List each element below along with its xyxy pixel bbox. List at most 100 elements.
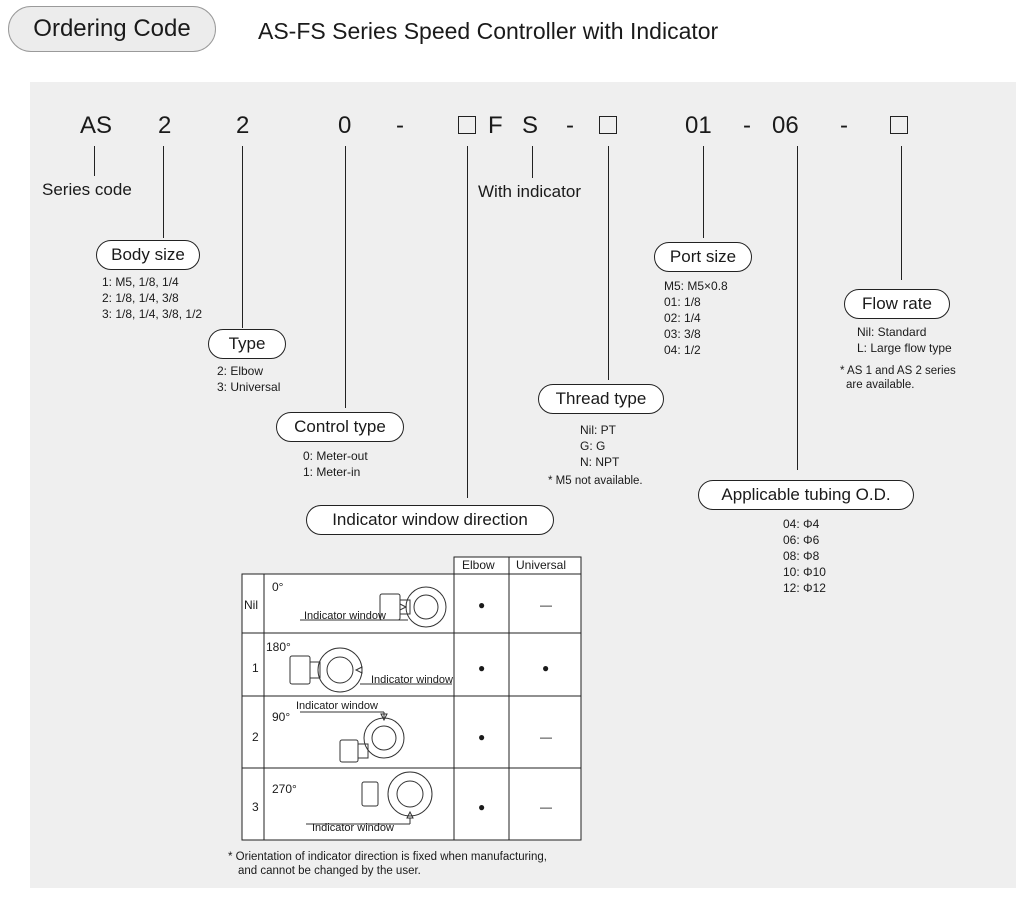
table-cell-elbow: ●	[478, 661, 486, 675]
leader-tubing	[797, 146, 798, 470]
tubing-od-option: 12: Φ12	[783, 581, 826, 595]
valve-drawing-3	[306, 771, 433, 825]
table-row-angle: 270°	[272, 782, 297, 796]
code-hyphen-1: -	[396, 112, 404, 139]
valve-drawing-0	[300, 586, 447, 628]
code-series: AS	[80, 112, 113, 139]
table-header-elbow: Elbow	[462, 558, 495, 572]
indicator-direction-pill: Indicator window direction	[306, 505, 554, 535]
port-size-option: 01: 1/8	[664, 295, 701, 309]
tubing-od-option: 04: Φ4	[783, 517, 820, 531]
leader-with-indicator	[532, 146, 533, 178]
port-size-option: 04: 1/2	[664, 343, 701, 357]
code-box-flow	[890, 116, 908, 134]
tubing-od-option: 06: Φ6	[783, 533, 820, 547]
thread-type-options: Nil: PT G: G N: NPT	[580, 422, 619, 470]
body-size-pill: Body size	[96, 240, 200, 270]
control-type-pill: Control type	[276, 412, 404, 442]
table-row-code: Nil	[244, 598, 258, 612]
body-size-option: 3: 1/8, 1/4, 3/8, 1/2	[102, 307, 203, 321]
table-cell-universal: —	[540, 730, 552, 744]
leader-port	[703, 146, 704, 238]
code-s: S	[522, 112, 539, 139]
flow-rate-pill: Flow rate	[844, 289, 950, 319]
table-cell-elbow: ●	[478, 800, 486, 814]
ordering-code-tag: Ordering Code	[8, 6, 216, 52]
leader-control	[345, 146, 346, 408]
body-size-options: 1: M5, 1/8, 1/4 2: 1/8, 1/4, 3/8 3: 1/8,…	[102, 274, 202, 322]
control-type-option: 0: Meter-out	[303, 449, 368, 463]
code-body-size: 2	[158, 112, 172, 139]
table-row-angle: 90°	[272, 710, 291, 724]
with-indicator-label: With indicator	[478, 182, 581, 201]
indicator-window-label: Indicator window	[304, 610, 386, 622]
leader-thread	[608, 146, 609, 380]
table-row-code: 1	[252, 661, 259, 675]
tubing-od-option: 10: Φ10	[783, 565, 826, 579]
port-size-option: 02: 1/4	[664, 311, 701, 325]
table-cell-elbow: ●	[478, 598, 486, 612]
table-header-universal: Universal	[516, 558, 567, 572]
series-code-label: Series code	[42, 180, 132, 199]
control-type-options: 0: Meter-out 1: Meter-in	[303, 448, 368, 480]
port-size-options: M5: M5×0.8 01: 1/8 02: 1/4 03: 3/8 04: 1…	[664, 278, 728, 358]
thread-type-pill: Thread type	[538, 384, 664, 414]
table-row-angle: 0°	[272, 580, 284, 594]
tubing-od-option: 08: Φ8	[783, 549, 820, 563]
code-control: 0	[338, 112, 352, 139]
table-cell-universal: —	[540, 800, 552, 814]
code-box-thread	[599, 116, 617, 134]
type-pill: Type	[208, 329, 286, 359]
leader-type	[242, 146, 243, 328]
code-tubing: 06	[772, 112, 799, 139]
code-box-indicator	[458, 116, 476, 134]
body-size-option: 1: M5, 1/8, 1/4	[102, 275, 179, 289]
table-footnote: * Orientation of indicator direction is …	[228, 850, 547, 878]
table-cell-universal: —	[540, 598, 552, 612]
flow-rate-note-line: are available.	[846, 379, 915, 391]
table-row-code: 2	[252, 730, 259, 744]
table-row-code: 3	[252, 800, 259, 814]
thread-type-option: G: G	[580, 439, 606, 453]
leader-series	[94, 146, 95, 176]
tubing-od-pill: Applicable tubing O.D.	[698, 480, 914, 510]
code-hyphen-4: -	[840, 112, 848, 139]
leader-indicator	[467, 146, 468, 498]
valve-drawing-1	[289, 647, 452, 693]
table-footnote-line: and cannot be changed by the user.	[238, 865, 421, 877]
leader-flow	[901, 146, 902, 280]
thread-type-option: N: NPT	[580, 455, 620, 469]
tubing-od-options: 04: Φ4 06: Φ6 08: Φ8 10: Φ10 12: Φ12	[783, 516, 826, 596]
table-row-angle: 180°	[266, 640, 291, 654]
control-type-option: 1: Meter-in	[303, 465, 361, 479]
type-options: 2: Elbow 3: Universal	[217, 363, 280, 395]
flow-rate-option: Nil: Standard	[857, 325, 927, 339]
table-footnote-line: * Orientation of indicator direction is …	[228, 851, 547, 863]
type-option: 2: Elbow	[217, 364, 264, 378]
page-title: AS-FS Series Speed Controller with Indic…	[258, 18, 719, 44]
type-option: 3: Universal	[217, 380, 281, 394]
table-cell-universal: ●	[542, 661, 550, 675]
code-hyphen-2: -	[566, 112, 574, 139]
code-hyphen-3: -	[743, 112, 751, 139]
port-size-option: M5: M5×0.8	[664, 279, 728, 293]
code-port: 01	[685, 112, 712, 139]
valve-drawing-2	[300, 711, 405, 763]
thread-type-note: * M5 not available.	[548, 475, 643, 487]
flow-rate-options: Nil: Standard L: Large flow type	[857, 324, 952, 356]
code-type: 2	[236, 112, 250, 139]
flow-rate-note: * AS 1 and AS 2 series are available.	[840, 364, 956, 392]
port-size-pill: Port size	[654, 242, 752, 272]
indicator-window-label: Indicator window	[296, 700, 378, 712]
flow-rate-option: L: Large flow type	[857, 341, 952, 355]
indicator-window-label: Indicator window	[312, 822, 394, 834]
table-cell-elbow: ●	[478, 730, 486, 744]
body-size-option: 2: 1/8, 1/4, 3/8	[102, 291, 179, 305]
flow-rate-note-line: * AS 1 and AS 2 series	[840, 365, 956, 377]
port-size-option: 03: 3/8	[664, 327, 701, 341]
indicator-window-label: Indicator window	[371, 674, 453, 686]
thread-type-option: Nil: PT	[580, 423, 616, 437]
leader-body-size	[163, 146, 164, 238]
indicator-table	[241, 556, 582, 841]
code-f: F	[488, 112, 503, 139]
